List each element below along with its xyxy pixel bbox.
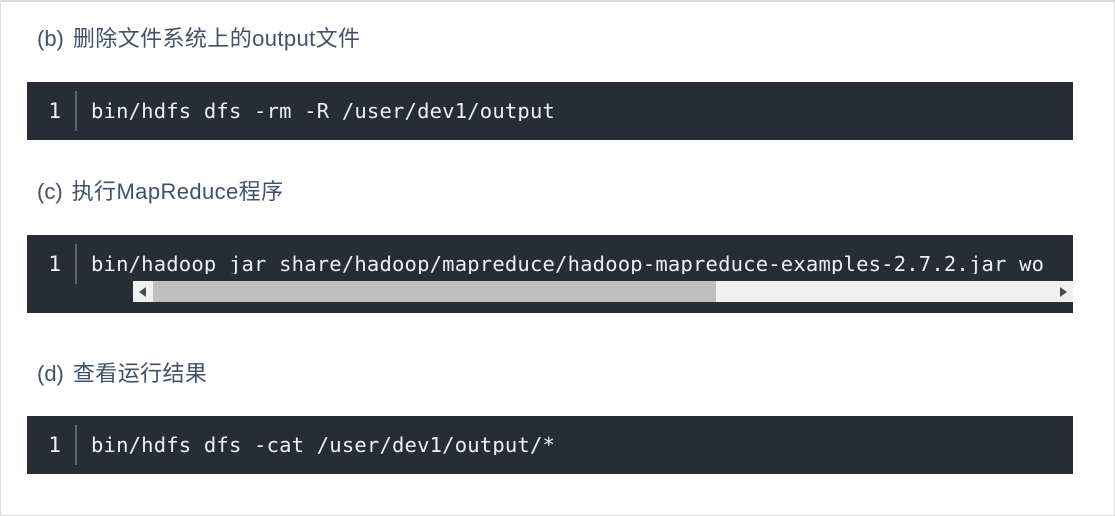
section-marker-d: (d) xyxy=(37,361,64,386)
line-number-divider xyxy=(75,244,77,284)
scrollbar-thumb[interactable] xyxy=(153,281,716,302)
line-number: 1 xyxy=(48,432,61,457)
scroll-right-arrow-icon[interactable] xyxy=(1053,281,1073,302)
code-block-d[interactable]: 1 bin/hdfs dfs -cat /user/dev1/output/* xyxy=(27,416,1073,474)
code-text[interactable]: bin/hdfs dfs -cat /user/dev1/output/* xyxy=(91,434,556,456)
code-line: 1 bin/hadoop jar share/hadoop/mapreduce/… xyxy=(27,235,1073,293)
code-block-c[interactable]: 1 bin/hadoop jar share/hadoop/mapreduce/… xyxy=(27,235,1073,313)
section-heading-b: (b) 删除文件系统上的output文件 xyxy=(37,28,360,50)
code-line: 1 bin/hdfs dfs -rm -R /user/dev1/output xyxy=(27,82,1073,140)
line-number-divider xyxy=(75,425,77,465)
line-number: 1 xyxy=(48,251,61,276)
section-title-d: 查看运行结果 xyxy=(72,361,208,386)
code-line: 1 bin/hdfs dfs -cat /user/dev1/output/* xyxy=(27,416,1073,474)
section-marker-b: (b) xyxy=(37,26,64,51)
section-title-b: 删除文件系统上的output文件 xyxy=(72,26,361,51)
scroll-left-arrow-icon[interactable] xyxy=(133,281,153,302)
line-number-divider xyxy=(75,91,77,131)
code-text[interactable]: bin/hdfs dfs -rm -R /user/dev1/output xyxy=(91,100,556,122)
section-marker-c: (c) xyxy=(37,179,63,204)
code-block-b[interactable]: 1 bin/hdfs dfs -rm -R /user/dev1/output xyxy=(27,82,1073,140)
section-heading-c: (c) 执行MapReduce程序 xyxy=(37,181,283,203)
section-heading-d: (d) 查看运行结果 xyxy=(37,363,207,385)
line-number: 1 xyxy=(48,98,61,123)
section-title-c: 执行MapReduce程序 xyxy=(71,179,284,204)
horizontal-scrollbar[interactable] xyxy=(133,281,1073,302)
code-text[interactable]: bin/hadoop jar share/hadoop/mapreduce/ha… xyxy=(91,253,1045,275)
scrollbar-track[interactable] xyxy=(153,281,1053,302)
